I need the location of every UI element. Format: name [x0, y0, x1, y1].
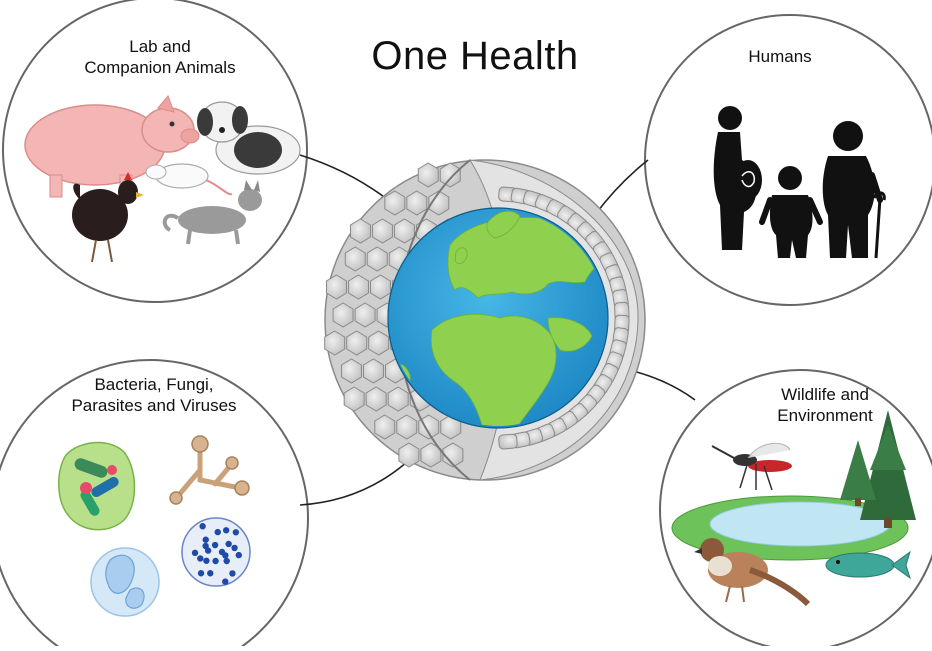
- microbes-label-line1: Bacteria, Fungi,: [4, 374, 304, 395]
- virus-spike: [222, 578, 228, 584]
- virus-spike: [233, 529, 239, 535]
- virus-spike: [236, 552, 242, 558]
- virus-spike: [231, 545, 237, 551]
- wildlife-label-line1: Wildlife and: [740, 384, 910, 405]
- virus-spike: [202, 543, 208, 549]
- virus-spike: [203, 558, 209, 564]
- humans-label-line1: Humans: [700, 46, 860, 67]
- virus-spike: [215, 529, 221, 535]
- wildlife-label: Wildlife and Environment: [740, 384, 910, 426]
- bacteria-icon: [59, 443, 135, 530]
- lab-animals-label: Lab and Companion Animals: [40, 36, 280, 78]
- virus-spike: [222, 552, 228, 558]
- virus-spike: [199, 523, 205, 529]
- cell: [498, 434, 517, 449]
- page-title: One Health: [330, 34, 620, 79]
- lab-animals-label-line1: Lab and: [40, 36, 280, 57]
- parasite-icon: [91, 548, 159, 616]
- virus-spike: [223, 527, 229, 533]
- virus-spike: [223, 558, 229, 564]
- virus-spike: [198, 570, 204, 576]
- virus-spike: [229, 570, 235, 576]
- microbes-label: Bacteria, Fungi, Parasites and Viruses: [4, 374, 304, 416]
- virus-spike: [197, 555, 203, 561]
- virus-icon: [182, 518, 250, 586]
- humans-label: Humans: [700, 46, 860, 67]
- microbes-label-line2: Parasites and Viruses: [4, 395, 304, 416]
- virus-spike: [225, 541, 231, 547]
- virus-spike: [192, 550, 198, 556]
- virus-spike: [207, 570, 213, 576]
- lab-animals-label-line2: Companion Animals: [40, 57, 280, 78]
- wildlife-label-line2: Environment: [740, 405, 910, 426]
- virus-spike: [203, 537, 209, 543]
- virus-spike: [212, 542, 218, 548]
- virus-spike: [212, 558, 218, 564]
